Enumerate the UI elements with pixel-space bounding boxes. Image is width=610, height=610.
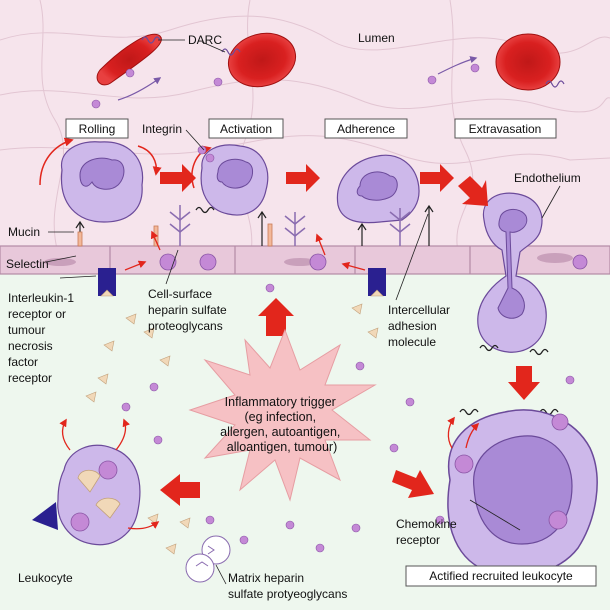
integrin-dots [197, 145, 215, 163]
darc-receptor [141, 36, 565, 88]
il1-line-3: tumour [8, 323, 45, 337]
endothelium-label: Endothelium [514, 171, 581, 185]
leukocyte-label: Leukocyte [18, 571, 73, 585]
endothelial-nucleus [537, 253, 573, 263]
rbc-right [495, 33, 561, 91]
adhesion-line-3: molecule [388, 335, 436, 349]
il1-line-6: receptor [8, 371, 52, 385]
big-red-arrows [160, 164, 540, 506]
darc-transport-arrow [437, 56, 478, 75]
adhesion-line-1: Intercellular [388, 303, 450, 317]
chemokine-dots-lumen [91, 63, 480, 109]
rbc-elongated [96, 33, 162, 86]
il1-line-1: Interleukin-1 [8, 291, 74, 305]
lumen-label: Lumen [358, 31, 395, 45]
heparin-line-2: heparin sulfate [148, 303, 227, 317]
il1-line-4: necrosis [8, 339, 53, 353]
selectin-label: Selectin [6, 257, 49, 271]
rolling-motion-arrow [39, 137, 74, 186]
stage-box-extravasation: Extravasation [454, 118, 557, 139]
leukocyte-activating [200, 144, 269, 216]
matrix-heparin-bubbles [185, 535, 231, 583]
stage-label-extravasation: Extravasation [469, 122, 542, 136]
leukocyte-rolling [60, 141, 144, 223]
chemokine-receptor-label: Chemokine receptor [396, 517, 460, 547]
matrix-heparin-label: Matrix heparin sulfate protyeoglycans [228, 571, 347, 601]
stage-box-rolling: Rolling [65, 118, 129, 139]
trigger-line-3: allergen, autoantigen, [220, 425, 340, 439]
stage-label-adherence: Adherence [337, 122, 395, 136]
activation-arrow [191, 145, 212, 189]
adhesion-line-2: adhesion [388, 319, 437, 333]
leukocyte-tissue [57, 444, 141, 546]
leukocyte-extravasating [477, 192, 547, 353]
trigger-line-4: alloantigen, tumour) [227, 440, 337, 454]
stage-label-activation: Activation [220, 122, 272, 136]
stage-box-activation: Activation [208, 118, 284, 139]
darc-pointer [201, 41, 226, 53]
stage-label-rolling: Rolling [79, 122, 116, 136]
integrin-label: Integrin [142, 122, 182, 136]
matrix-line-1: Matrix heparin [228, 571, 304, 585]
label-pointers [45, 129, 561, 585]
il1-receptor [368, 268, 386, 297]
matrix-line-2: sulfate protyeoglycans [228, 587, 347, 601]
leukocyte-receptor-blue [32, 502, 58, 530]
recruited-leukocyte-arrows [447, 416, 480, 449]
trigger-text: Inflammatory trigger (eg infection, alle… [220, 395, 344, 454]
chemokine-line-2: receptor [396, 533, 440, 547]
darc-transport-arrow [117, 77, 162, 101]
il1-receptor-label: Interleukin-1 receptor or tumour necrosi… [8, 291, 77, 385]
il1-line-5: factor [8, 355, 38, 369]
endothelial-nucleus [44, 258, 76, 266]
chemokine-line-1: Chemokine [396, 517, 457, 531]
il1-receptor [98, 268, 116, 297]
trigger-line-2: (eg infection, [244, 410, 316, 424]
trigger-line-1: Inflammatory trigger [225, 395, 336, 409]
actified-leukocyte-label: Actified recruited leukocyte [429, 569, 573, 583]
intercellular-adhesion-label: Intercellular adhesion molecule [388, 303, 453, 349]
il1-line-2: receptor or [8, 307, 66, 321]
rolling-motion-arrow [137, 145, 162, 176]
cell-surface-heparin [169, 205, 411, 246]
cell-surface-heparin-label: Cell-surface heparin sulfate proteoglyca… [148, 287, 230, 333]
leukocyte-emission-arrows [59, 418, 160, 530]
stage-box-adherence: Adherence [324, 118, 408, 139]
rbc-center [227, 32, 297, 88]
inflammatory-trigger-burst [188, 328, 377, 502]
actified-leukocyte-box: Actified recruited leukocyte [405, 565, 597, 587]
darc-label: DARC [188, 33, 222, 47]
heparin-line-1: Cell-surface [148, 287, 212, 301]
chemokine-presentation-arrows [124, 230, 366, 271]
leukocyte-adherent [336, 154, 420, 224]
mucin-label: Mucin [8, 225, 40, 239]
heparin-line-3: proteoglycans [148, 319, 223, 333]
endothelial-nucleus [284, 258, 316, 266]
